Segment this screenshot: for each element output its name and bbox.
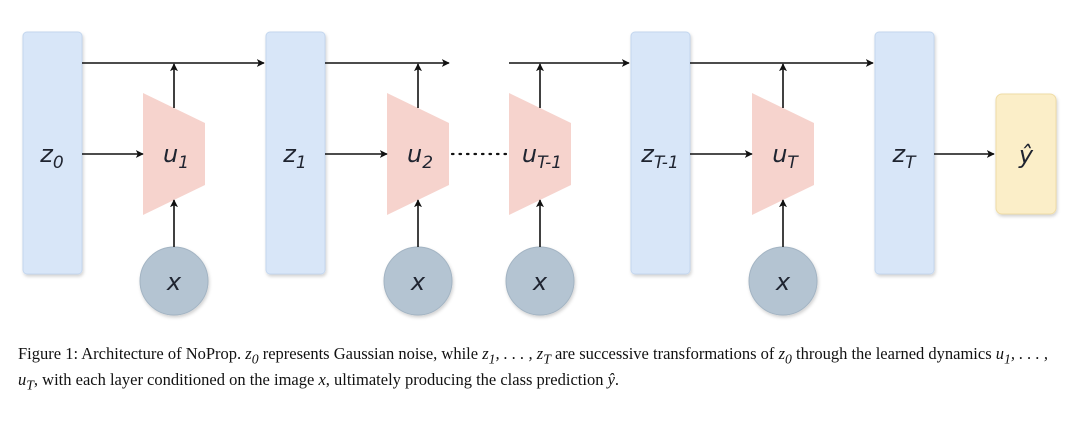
- label-x-2: x: [410, 268, 426, 296]
- noprop-architecture-diagram: z0 z1 zT-1 zT u1 u2 uT-1 uT x x x x ŷ: [22, 31, 1057, 316]
- u1-block: [143, 93, 205, 215]
- uT-block: [752, 93, 814, 215]
- uT-1-block: [509, 93, 571, 215]
- caption-part2: are successive transformations of: [550, 344, 779, 363]
- label-uT: uT: [772, 140, 799, 173]
- caption-part5: , ultimately producing the class predict…: [325, 370, 608, 390]
- label-u1: u1: [163, 140, 189, 173]
- u2-block: [387, 93, 449, 215]
- caption-u-sequence: u1, . . . , uT: [18, 344, 1049, 393]
- label-zT: zT: [892, 140, 918, 173]
- zT-1-block: [630, 31, 691, 275]
- caption-z0: z0: [245, 344, 259, 367]
- label-x-3: x: [532, 268, 548, 296]
- caption-part1: represents Gaussian noise, while: [258, 344, 483, 363]
- caption-part3: through the learned dynamics: [791, 344, 996, 363]
- zT-block: [874, 31, 935, 275]
- caption-end: .: [614, 370, 620, 390]
- label-x-1: x: [166, 268, 182, 296]
- label-u2: u2: [407, 140, 433, 173]
- caption-yhat: ŷ: [607, 370, 615, 390]
- caption-part4: , with each layer conditioned on the ima…: [33, 370, 319, 390]
- figure-caption: Figure 1: Architecture of NoProp. z0 rep…: [18, 343, 1068, 396]
- caption-x: x: [318, 370, 326, 390]
- label-zT-1: zT-1: [640, 140, 679, 173]
- label-yhat: ŷ: [1018, 141, 1034, 169]
- caption-prefix: Figure 1: Architecture of NoProp.: [18, 344, 242, 363]
- z0-block: [22, 31, 83, 275]
- caption-z0-second: z0: [778, 344, 792, 367]
- label-x-4: x: [775, 268, 791, 296]
- label-uT-1: uT-1: [522, 140, 562, 173]
- yhat-block: [995, 93, 1057, 215]
- z1-block: [265, 31, 326, 275]
- label-z0: z0: [39, 140, 63, 173]
- caption-z-sequence: z1, . . . , zT: [482, 344, 551, 367]
- label-z1: z1: [282, 140, 306, 173]
